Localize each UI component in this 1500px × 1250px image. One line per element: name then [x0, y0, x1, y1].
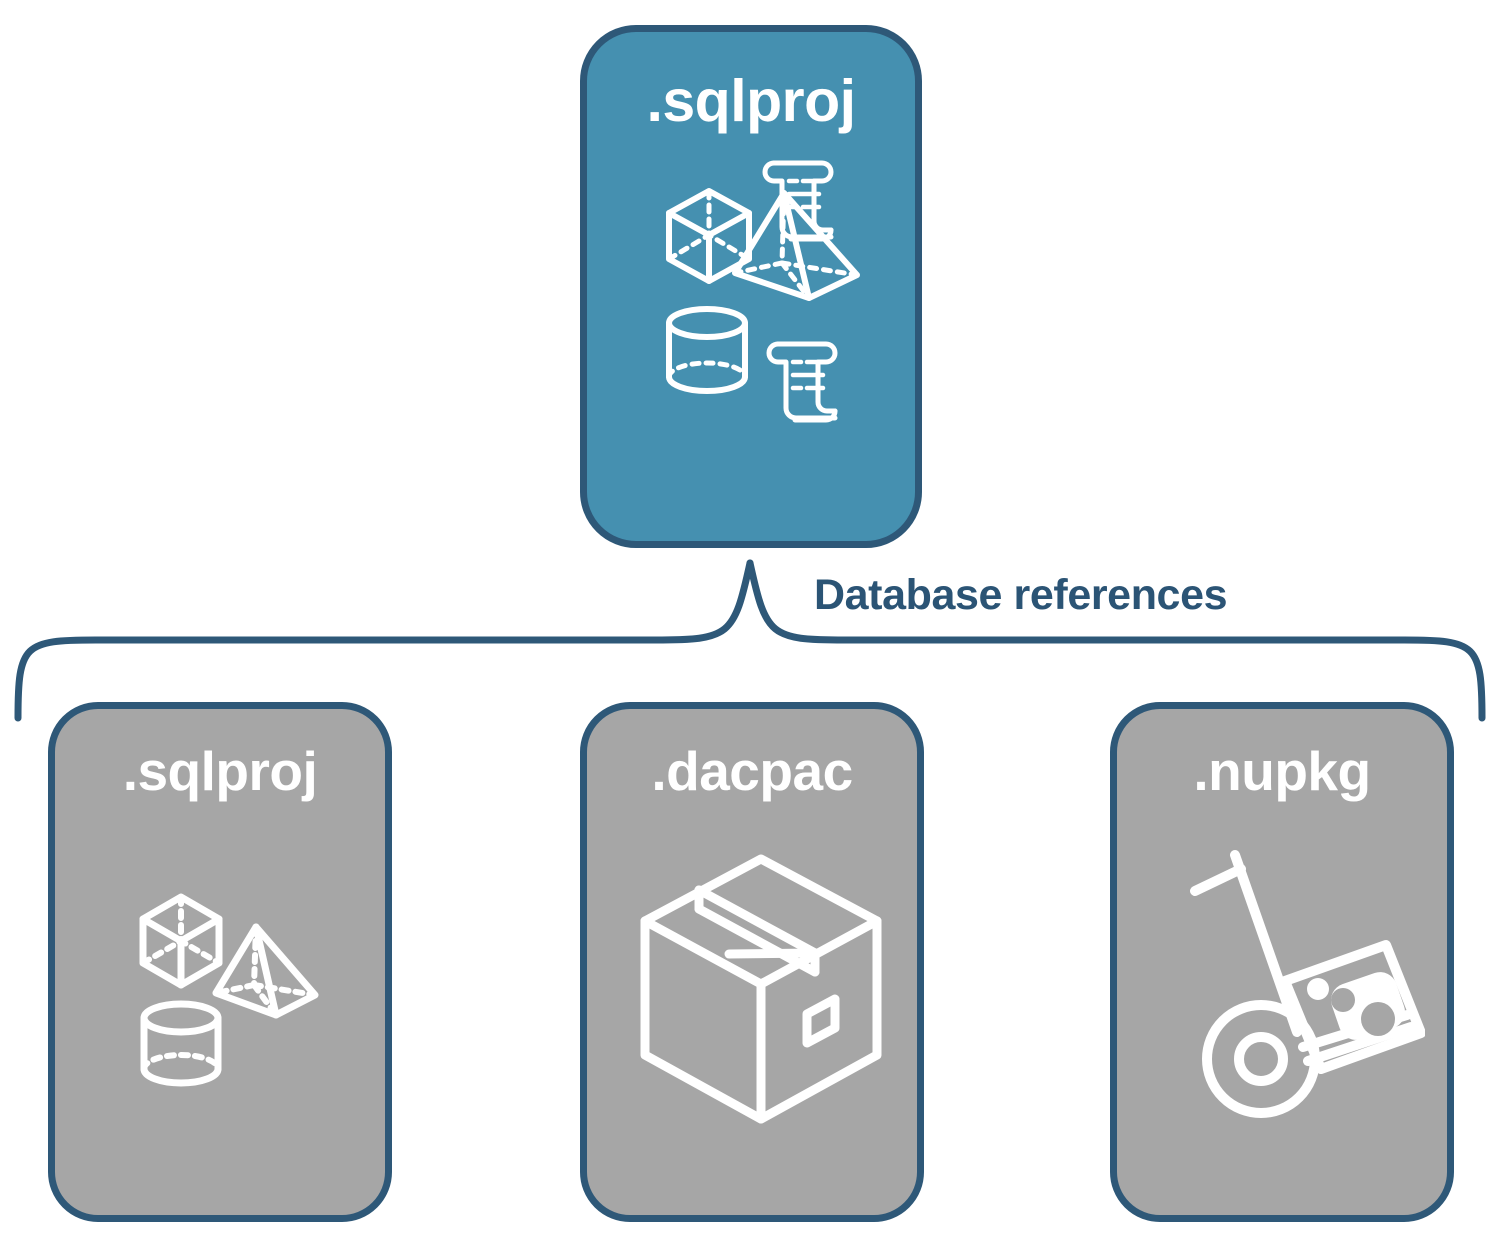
package-box-icon [640, 854, 882, 1124]
cylinder-icon [140, 1000, 222, 1087]
card-sqlproj-reference[interactable]: .sqlproj [48, 702, 392, 1222]
brace-label: Database references [814, 571, 1228, 619]
pyramid-icon [212, 923, 319, 1019]
card-title: .dacpac [651, 740, 853, 802]
card-dacpac-reference[interactable]: .dacpac [580, 702, 924, 1222]
card-artwork [587, 131, 915, 541]
card-title: .sqlproj [646, 68, 856, 134]
card-title: .nupkg [1193, 740, 1371, 802]
cylinder-icon [666, 306, 748, 394]
cube-icon [139, 893, 223, 989]
card-title: .sqlproj [122, 740, 318, 802]
script-scroll-icon [766, 341, 838, 423]
card-artwork [587, 799, 917, 1215]
database-objects-icon-group [666, 160, 860, 423]
card-sqlproj-root[interactable]: .sqlproj [580, 25, 922, 548]
card-nupkg-reference[interactable]: .nupkg [1110, 702, 1454, 1222]
cube-icon [666, 188, 752, 284]
database-objects-icon-group [139, 893, 319, 1087]
card-artwork [1117, 799, 1447, 1215]
hand-truck-icon [1190, 850, 1425, 1118]
script-scroll-icon [762, 160, 834, 242]
card-artwork [55, 799, 385, 1215]
